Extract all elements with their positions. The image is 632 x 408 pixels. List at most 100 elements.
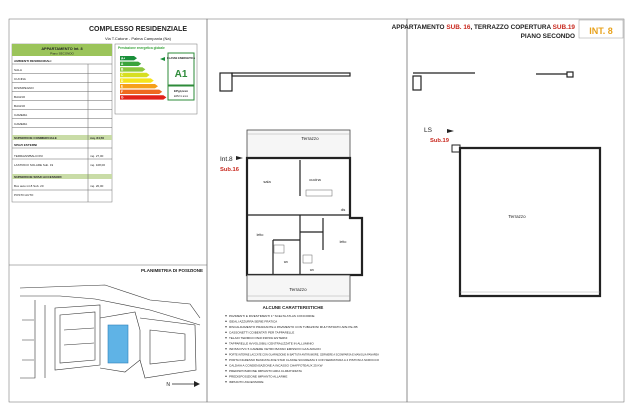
site-plan: PLANIMETRIA DI POSIZIONE N [9, 264, 207, 388]
right-frame [406, 18, 625, 403]
wc2-fixture [302, 254, 313, 264]
floor-label: PIANO SECONDO [521, 33, 575, 40]
external-row-1-value: mq. 27,00 [90, 154, 104, 158]
table-heading-bg [12, 44, 112, 56]
feature-item: PREDISPOSIZIONE IMPIANTO ARIA CLIMATIZZA… [229, 369, 303, 373]
feature-bullet-icon [225, 353, 227, 355]
room-letto-1: letto [257, 233, 264, 237]
feature-item: CASSONETTI COIBENTATI PER TAPPARELLE [229, 331, 294, 335]
room-terrazzo-bottom: Terrazzo [289, 287, 307, 292]
room-wc-1: wc [284, 260, 288, 264]
feature-bullet-icon [225, 331, 227, 333]
apartment-outline [245, 156, 364, 277]
energy-pointer-icon [160, 57, 165, 61]
energy-ep-label: EPgl,nren [174, 89, 188, 93]
external-row-2-label: LASTRICO SOLARE Sub. 19 [14, 163, 54, 167]
features-title: ALCUNE CARATTERISTICHE [263, 305, 324, 310]
accessory-row-1-label: Box auto int.8 Sub. 20 [14, 184, 44, 188]
entry-arrow-icon [236, 156, 243, 160]
site-highlight-building [107, 324, 129, 364]
room-letto-2: letto [340, 240, 347, 244]
room-row-label: BAGNO [14, 104, 26, 108]
roof-stair-access [451, 144, 461, 153]
energy-bar-label: D [121, 79, 124, 83]
feature-bullet-icon [225, 342, 227, 344]
feature-bullet-icon [225, 370, 227, 372]
energy-title: Prestazione energetica globale [118, 46, 165, 50]
project-title: COMPLESSO RESIDENZIALE [89, 26, 187, 33]
feature-bullet-icon [225, 364, 227, 366]
energy-bar-label: A [121, 62, 124, 66]
north-label: N [166, 382, 170, 388]
energy-label: Prestazione energetica globale A+ABCDEFG… [114, 43, 198, 115]
room-row-label: BAGNO [14, 95, 26, 99]
room-row-label: DISIMPEGNO [14, 86, 34, 90]
room-row-label: SALA [14, 68, 23, 72]
room-terrazzo-top: Terrazzo [301, 136, 319, 141]
accessory-row-1-value: mq. 20,00 [90, 184, 104, 188]
roof-terrazzo: Terrazzo [508, 214, 526, 219]
energy-bar-label: G [121, 96, 124, 100]
rooms-header: AMBIENTI RESIDENZIALI [14, 59, 51, 63]
feature-item: IDEALI AZZURRA SERIE FRATICA [229, 320, 278, 324]
energy-bar-aplus [120, 56, 137, 61]
roof-column [412, 75, 422, 91]
feature-item: PAVIMENTI E RIVESTIMENTI 1° SCELTA ATLAS… [229, 314, 315, 318]
unit-code: INT. 8 [589, 26, 613, 36]
energy-ep-value: kWh/m² anno [174, 95, 189, 98]
north-arrow-icon [194, 381, 200, 387]
roof-sub-label: Sub.19 [430, 138, 450, 144]
energy-bar-label: E [121, 84, 123, 88]
external-row-1-label: TERRAZZI/BALCONI [14, 154, 43, 158]
feature-item: INFISSI PVC 5 CAMERE VETRO BASSO EMISSIV… [229, 347, 321, 351]
roof-entry-arrow-icon [447, 129, 454, 133]
site-title: PLANIMETRIA DI POSIZIONE [141, 268, 203, 273]
project-address: Via T.Catone - Palma Campania (Na) [105, 36, 172, 41]
room-rows: SALACUCINADISIMPEGNOBAGNOBAGNOCAMERACAME… [12, 68, 112, 128]
feature-items: PAVIMENTI E RIVESTIMENTI 1° SCELTA ATLAS… [225, 314, 380, 384]
energy-bar-a [120, 61, 142, 66]
sub-label: Sub.16 [220, 167, 240, 173]
energy-bar-f [120, 89, 163, 94]
roof-chimney [566, 71, 574, 78]
commercial-label: SUPERFICIE COMMERCIALE [14, 136, 57, 140]
energy-class-value: A1 [175, 69, 188, 80]
accessory-row-2-label: POSTO AUTO [14, 193, 34, 197]
terrace-bottom [246, 274, 351, 302]
feature-item: CALDAIA A CONDENSAZIONE A INCASSO CHAFFO… [229, 364, 323, 368]
energy-side-label: CLASSE ENERGETICA [167, 56, 195, 60]
unit-code-box [578, 19, 624, 39]
apartment-floor-plan: Terrazzo sala cucina dis letto letto wc … [219, 72, 364, 302]
commercial-row-bg [12, 135, 112, 140]
energy-bar-d [120, 78, 154, 83]
accessory-label: SUPERFICIE SPAZI ACCESSORI [14, 175, 62, 179]
energy-bar-c [120, 72, 150, 78]
energy-bar-e [120, 84, 158, 89]
int-label: Int.8 [220, 156, 233, 163]
wc1-fixture [273, 244, 285, 254]
feature-item: RISCALDAMENTO PRADIANTE A PAVIMENTO CON … [229, 325, 358, 329]
roof-ls-label: LS [424, 127, 433, 134]
room-dis: dis [341, 208, 346, 212]
energy-ep-box [167, 85, 195, 101]
features-list: ALCUNE CARATTERISTICHE PAVIMENTI E RIVES… [225, 305, 380, 384]
energy-bar-b [120, 67, 146, 72]
kitchen-counter [305, 189, 333, 197]
sheet-title: APPARTAMENTO SUB. 16, TERRAZZO COPERTURA… [392, 24, 576, 31]
energy-bar-g [120, 95, 167, 100]
feature-bullet-icon [225, 375, 227, 377]
feature-item: TAPPARELLE AVVOLGIBILI CENTRALIZZATE IN … [229, 342, 314, 346]
feature-bullet-icon [225, 326, 227, 328]
roof-terrace-outline [458, 146, 602, 298]
commercial-value: mq. 84,50 [90, 136, 104, 140]
feature-bullet-icon [225, 381, 227, 383]
room-cucina: cucina [309, 177, 321, 182]
feature-item: PORTE INTERNE LACCATE CON GUARNIZIONE IN… [229, 353, 380, 357]
feature-item: PREDISPOSIZIONE IMPIANTO ALLARME [229, 375, 287, 379]
external-row-2-value: mq. 108,00 [90, 163, 105, 167]
balcony-edge [231, 72, 351, 77]
feature-bullet-icon [225, 348, 227, 350]
table-heading: APPARTAMENTO Int. 8 [41, 47, 82, 51]
